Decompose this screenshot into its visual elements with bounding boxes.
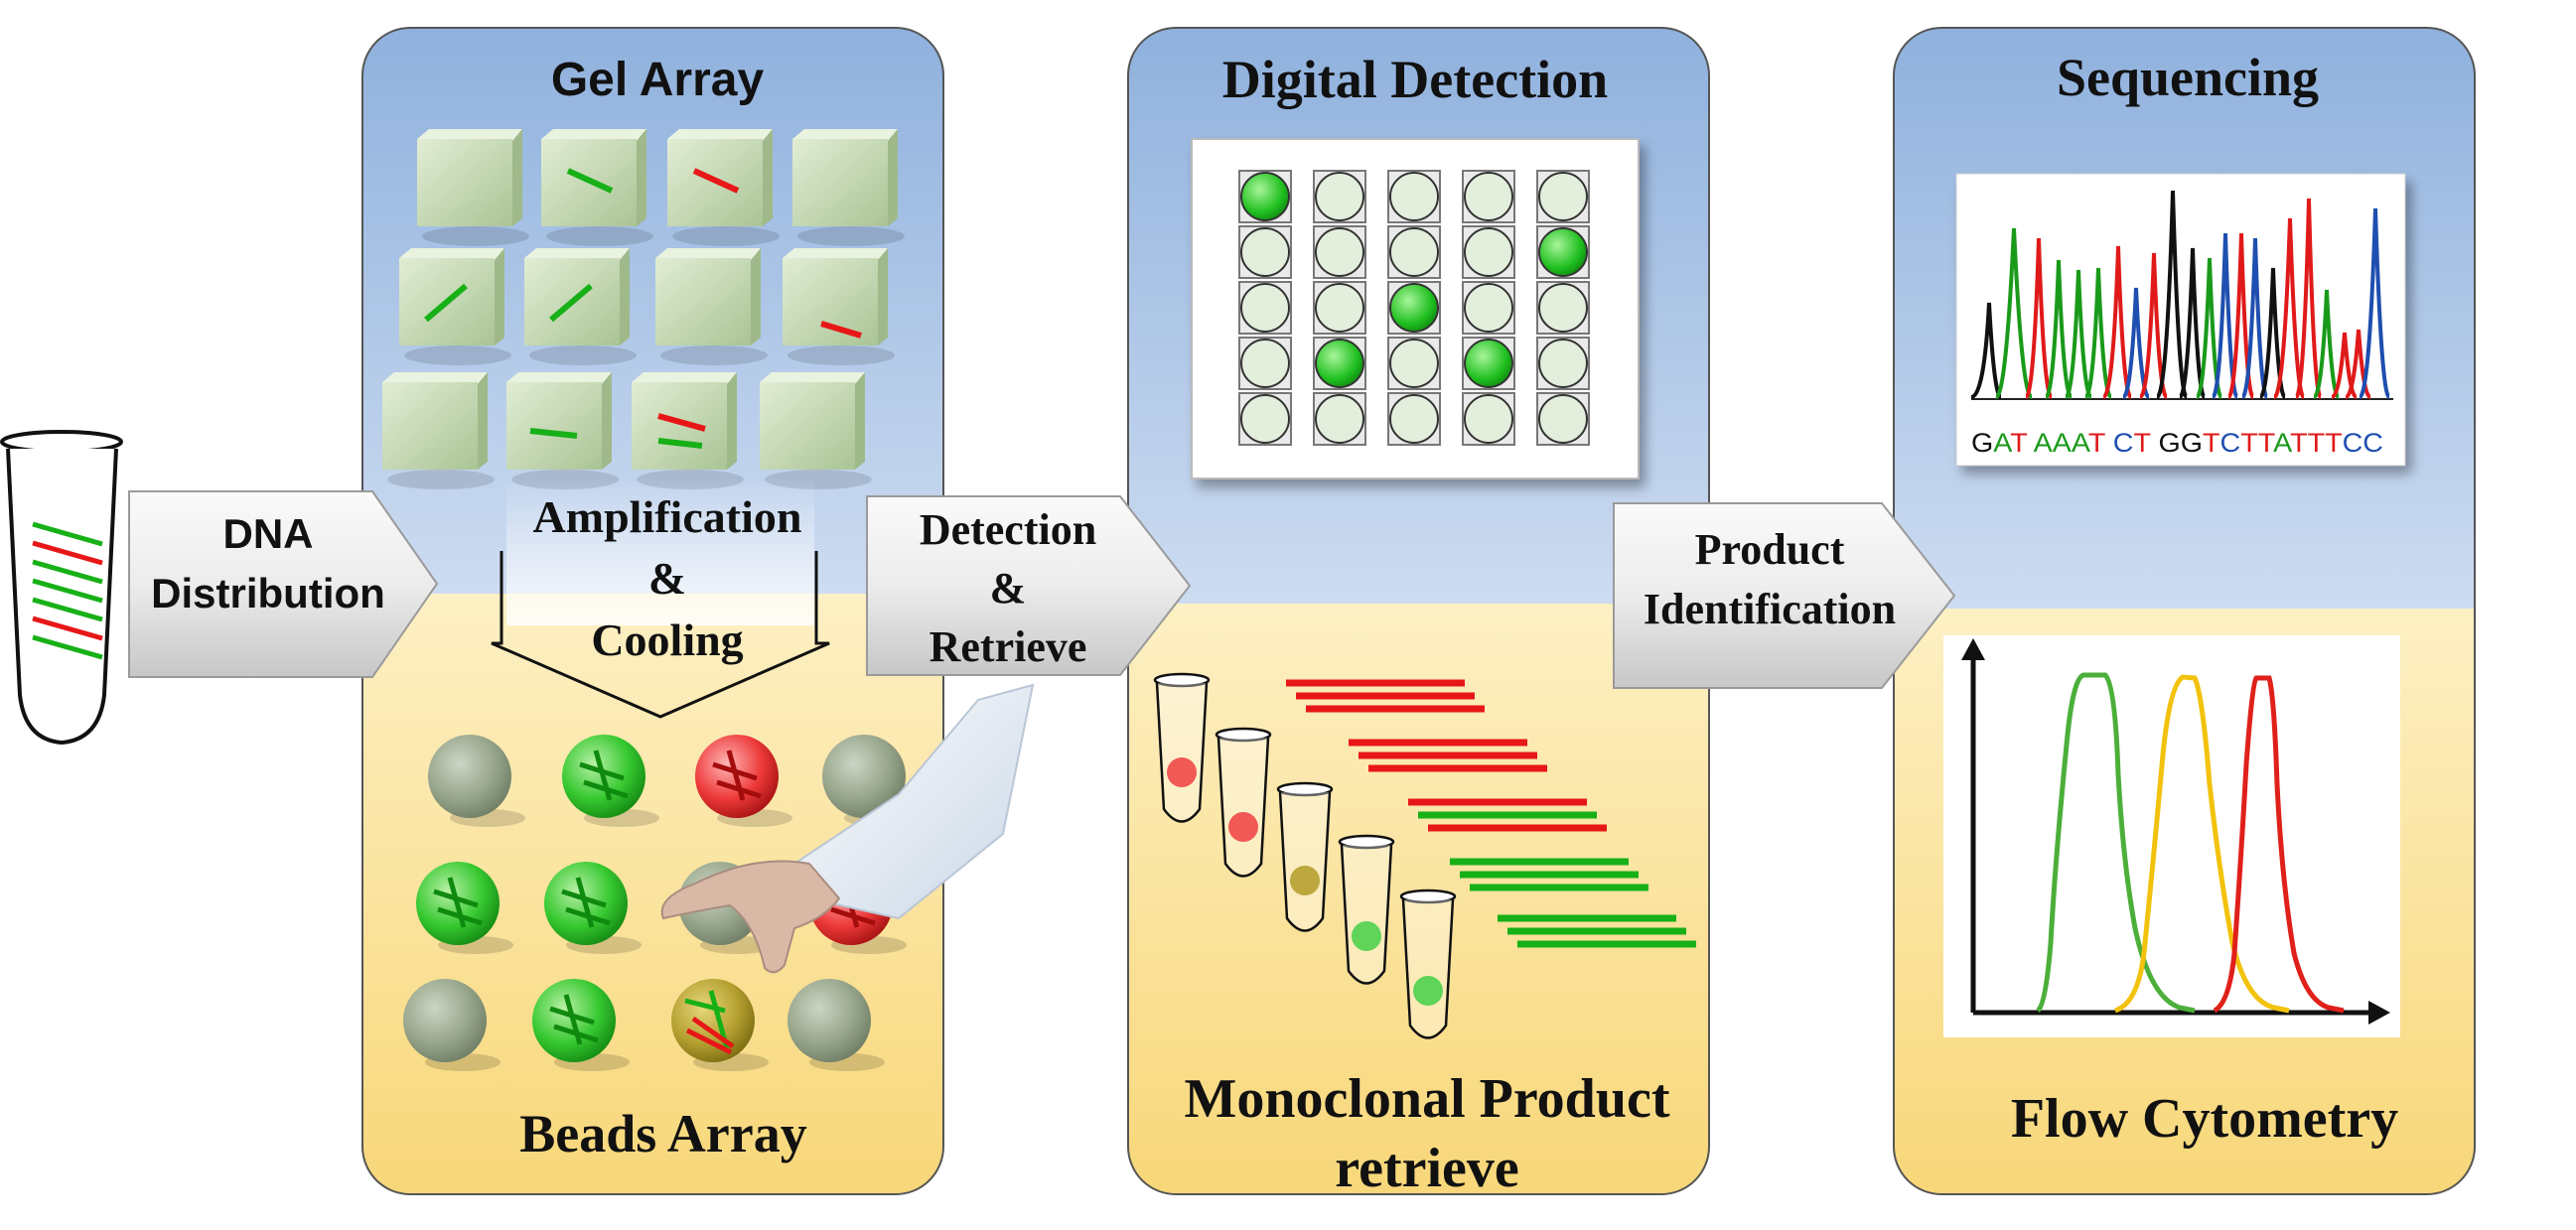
amplification-fade (506, 477, 814, 625)
detection-well (1536, 337, 1590, 390)
gel-cube-grid (382, 129, 905, 489)
gel-cube (655, 248, 768, 365)
dna-strand (32, 559, 103, 585)
retrieve-tube (1399, 888, 1457, 1039)
arrow-product-identification: Product Identification (1613, 502, 1956, 689)
detection-well (1387, 392, 1441, 446)
panel-label-monoclonal-line1: Monoclonal Product (1185, 1068, 1670, 1130)
retrieve-tube (1153, 672, 1211, 823)
bead (695, 735, 792, 827)
gel-cube (541, 129, 653, 246)
detection-well (1462, 392, 1515, 446)
detection-well (1536, 281, 1590, 335)
detection-well (1462, 225, 1515, 279)
hand-icon (660, 683, 1035, 974)
amplification-label-line3: Cooling (591, 615, 743, 665)
detection-well (1462, 337, 1515, 390)
gel-cube (792, 129, 905, 246)
detection-well (1238, 337, 1292, 390)
detection-well (1536, 225, 1590, 279)
detection-well (1313, 392, 1366, 446)
flow-cytometry-plot (1961, 638, 2390, 1025)
dna-strand (32, 615, 103, 641)
gel-cube (783, 248, 895, 365)
pcr-tube-icon (0, 430, 123, 746)
arrow-label-ampersand: & (990, 564, 1027, 613)
bead (544, 862, 642, 954)
detection-well-grid (1238, 170, 1590, 446)
detection-well (1238, 170, 1292, 223)
gel-cube (760, 372, 872, 489)
arrow-dna-distribution: DNA Distribution (128, 490, 439, 678)
bead (562, 735, 659, 827)
panel-title-sequencing: Sequencing (2057, 48, 2319, 107)
bead (532, 979, 630, 1071)
amplification-label-line2: & (648, 553, 686, 604)
arrow-label-distribution: Distribution (151, 570, 385, 616)
arrow-label-detection: Detection (920, 505, 1096, 554)
gel-cube (417, 129, 529, 246)
panel-label-beads-array: Beads Array (519, 1104, 807, 1163)
bead (671, 979, 769, 1071)
retrieve-tube (1215, 727, 1272, 878)
gel-cube (667, 129, 780, 246)
dna-strand (32, 540, 103, 566)
chromatogram-card (1955, 173, 2406, 467)
detection-well (1462, 170, 1515, 223)
dna-strand (32, 597, 103, 622)
detection-well (1313, 170, 1366, 223)
arrow-label-dna: DNA (223, 510, 314, 557)
arrow-detection-retrieve: Detection & Retrieve (866, 495, 1192, 676)
chromatogram-traces (1970, 190, 2393, 400)
dna-strand (32, 634, 103, 660)
detection-well (1536, 392, 1590, 446)
detection-well (1313, 281, 1366, 335)
gel-cube (382, 372, 495, 489)
bead (787, 979, 885, 1071)
detection-well (1387, 225, 1441, 279)
arrow-label-retrieve: Retrieve (930, 622, 1087, 671)
panel-title-gel-array: Gel Array (551, 54, 765, 106)
detection-well (1313, 225, 1366, 279)
detection-well (1462, 281, 1515, 335)
panel-sequencing: Sequencing GAT (1893, 27, 2476, 1195)
gel-cube (399, 248, 511, 365)
dna-strand (32, 521, 103, 547)
arrow-label-product: Product (1695, 525, 1845, 574)
product-strands (1286, 679, 1696, 948)
detection-well (1238, 392, 1292, 446)
detection-well (1238, 225, 1292, 279)
detection-well (1238, 281, 1292, 335)
bead (416, 862, 513, 954)
panel-label-flow-cytometry: Flow Cytometry (2011, 1088, 2398, 1150)
sequence-readout: GAT AAAT CT GGTCTTATTTCC (1971, 428, 2383, 458)
arrow-label-identification: Identification (1644, 585, 1896, 633)
detection-well (1387, 337, 1441, 390)
detection-well (1387, 170, 1441, 223)
detection-well (1536, 170, 1590, 223)
panel-gel-beads: Gel Array Amplification & Cooling Beads … (361, 27, 1035, 1195)
detection-well (1387, 281, 1441, 335)
bead (428, 735, 525, 827)
panel-label-monoclonal-line2: retrieve (1335, 1138, 1518, 1199)
bead (403, 979, 501, 1071)
detection-well (1313, 337, 1366, 390)
retrieve-tube-stack (1153, 672, 1457, 1039)
retrieve-tube (1338, 834, 1395, 985)
amplification-arrow (491, 551, 830, 719)
retrieve-tube (1276, 781, 1334, 932)
panel-detection: Digital Detection Monoclonal Product ret… (1127, 27, 1710, 1199)
gel-cube (524, 248, 637, 365)
amplification-label-line1: Amplification (533, 491, 802, 542)
dna-strand (32, 578, 103, 604)
panel-title-digital-detection: Digital Detection (1222, 50, 1608, 109)
